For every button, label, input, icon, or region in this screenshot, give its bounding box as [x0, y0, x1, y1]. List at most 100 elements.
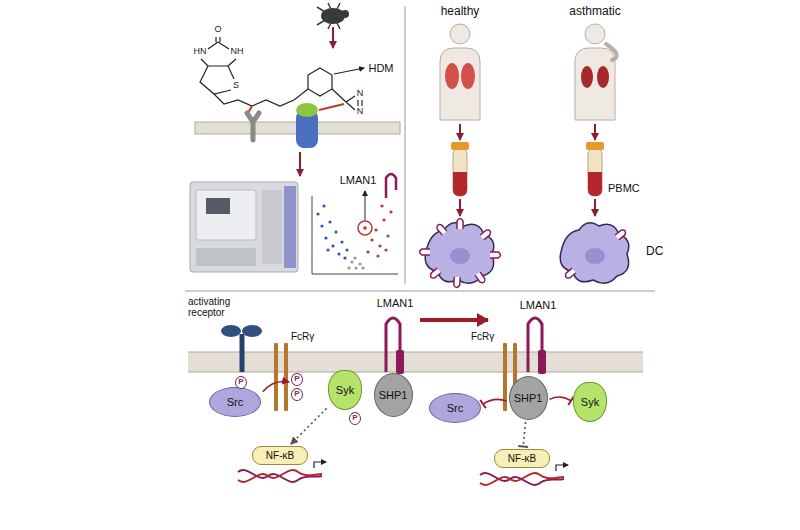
- volcano-plot-part-part: [380, 204, 383, 207]
- volcano-plot-part-part: [361, 266, 364, 269]
- leader-line: [365, 191, 366, 220]
- volcano-plot-part: [363, 204, 392, 257]
- probe-molecule-part: [308, 68, 332, 96]
- fcr-gamma-chain-part: [274, 343, 278, 411]
- dendritic-cell: [420, 219, 501, 288]
- group-label: healthy: [441, 5, 480, 18]
- dendritic-cell-part-part: [490, 252, 501, 258]
- probe-molecule-part: [216, 37, 220, 42]
- blood-tube-part: [588, 148, 602, 196]
- dendritic-cell: [560, 223, 629, 283]
- dendritic-cell-part-part: [420, 249, 431, 255]
- dendritic-cell-part: [564, 229, 627, 280]
- asthmatic-person: [575, 24, 617, 120]
- volcano-plot-part-part: [326, 248, 329, 251]
- blood-tube-part: [451, 142, 469, 150]
- volcano-plot-part-part: [384, 248, 387, 251]
- process-arrow: [459, 124, 461, 140]
- activation-connector: [263, 381, 289, 391]
- dendritic-cell-part-part: [564, 268, 576, 279]
- probe-molecule-part: [334, 68, 364, 74]
- mass-spectrometer: [190, 182, 298, 272]
- activation-connector: [291, 408, 327, 444]
- atom-label: S: [233, 81, 239, 91]
- volcano-plot-part-part: [350, 260, 353, 263]
- phospho-site: P: [349, 412, 361, 425]
- shp1-phosphatase: SHP1: [509, 376, 548, 420]
- probe-molecule-part: [214, 89, 308, 106]
- dna-helix-part: [556, 465, 568, 471]
- dust-mite-part: [321, 8, 345, 24]
- probe-molecule-part: [208, 42, 229, 49]
- lman1-icon: [386, 174, 396, 198]
- process-arrow: [459, 199, 461, 216]
- blood-tube: [586, 142, 604, 196]
- volcano-plot-part-part: [324, 236, 327, 239]
- volcano-plot-part-part: [347, 266, 350, 269]
- blood-tube: [451, 142, 469, 196]
- membrane-edge: [188, 372, 643, 373]
- dendritic-cell-part-part: [453, 277, 460, 288]
- volcano-plot-part-part: [331, 244, 334, 247]
- volcano-plot-part-part: [389, 210, 392, 213]
- volcano-plot-part-part: [374, 228, 377, 231]
- atom-label: N: [357, 107, 364, 117]
- process-arrow: [594, 124, 596, 140]
- phospho-site-text: P: [294, 390, 299, 399]
- blood-tube-part: [453, 148, 467, 196]
- dendritic-cell-part: [420, 219, 501, 288]
- volcano-plot-part-part: [316, 212, 319, 215]
- cell-label: DC: [646, 245, 663, 258]
- syk-kinase-text: Syk: [581, 396, 599, 408]
- dendritic-cell-part: [450, 248, 470, 264]
- volcano-plot: [312, 196, 398, 274]
- dendritic-cell-part-part: [436, 223, 447, 235]
- mass-spectrometer-part: [196, 190, 256, 240]
- phospho-site-text: P: [352, 414, 357, 423]
- process-arrow: [299, 152, 301, 176]
- protein-label: LMAN1: [340, 174, 377, 186]
- inhibition-connector: [483, 399, 507, 404]
- dendritic-cell-part-part: [475, 272, 486, 284]
- probe-molecule: [200, 37, 364, 110]
- atom-label: N: [357, 89, 364, 99]
- volcano-plot-part-part: [334, 230, 337, 233]
- dust-mite-part: [341, 10, 349, 18]
- inhibition-connector: [523, 422, 525, 447]
- asthmatic-person-part: [575, 48, 615, 120]
- diazirine-link: [319, 104, 344, 110]
- mass-spectrometer-part: [284, 186, 296, 268]
- volcano-plot-part-part: [337, 252, 340, 255]
- volcano-plot-part-part: [322, 204, 325, 207]
- atom-label: HN: [194, 47, 207, 57]
- phospho-site-text: P: [294, 375, 299, 384]
- inhibition-connector: [549, 397, 571, 401]
- volcano-plot-part-part: [345, 248, 348, 251]
- probe-molecule-part: [200, 66, 234, 94]
- lman1-protein: [528, 318, 546, 374]
- receptor-label: FcRγ: [291, 331, 314, 342]
- probe-molecule-part: [201, 59, 236, 66]
- asthmatic-person-part: [606, 44, 617, 60]
- dna-helix-part: [314, 462, 326, 468]
- dendritic-cell-part: [585, 248, 605, 264]
- volcano-plot-part-part: [366, 250, 369, 253]
- lman1-protein-part: [538, 350, 546, 374]
- dna-helix: [480, 465, 568, 485]
- syk-kinase: Syk: [328, 370, 362, 410]
- activating-receptor-part: [242, 325, 262, 337]
- protein-label: LMAN1: [520, 299, 557, 311]
- process-arrow: [332, 27, 334, 48]
- mass-spectrometer-part: [206, 198, 230, 214]
- asthmatic-person-part: [585, 24, 605, 44]
- panel-divider: [405, 6, 406, 284]
- volcano-plot-part-part: [378, 244, 381, 247]
- phospho-site-text: P: [238, 378, 243, 387]
- blood-tube-part: [453, 172, 467, 196]
- dendritic-cell-part: [560, 223, 629, 283]
- asthmatic-person-part: [597, 66, 609, 88]
- shp1-phosphatase-text: SHP1: [379, 389, 408, 401]
- src-kinase-text: Src: [447, 402, 464, 414]
